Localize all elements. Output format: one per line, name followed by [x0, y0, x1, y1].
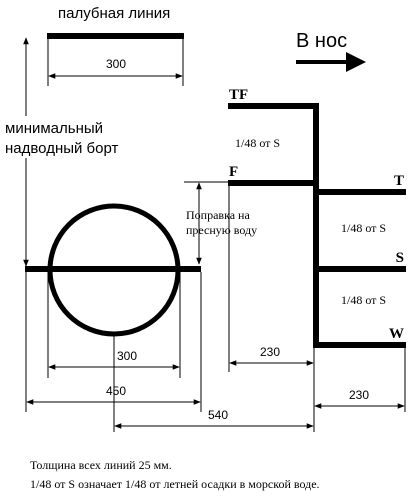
direction-label: В нос: [296, 30, 347, 52]
fresh-water-label-line2: пресную воду: [186, 223, 257, 237]
comb-width-dimension-label: 230: [349, 388, 369, 402]
comb-vertical-bar: [313, 103, 319, 348]
mark-f-label: F: [229, 164, 238, 180]
freeboard-label-bg: [4, 116, 134, 158]
direction-arrow-icon: [346, 52, 366, 72]
fraction-tf-f: 1/48 от S: [235, 136, 280, 150]
mark-w-label: W: [389, 326, 404, 342]
deck-line-bar: [47, 33, 184, 39]
disc-outer-dimension-label: 450: [106, 384, 126, 398]
disc-horizontal-bar: [25, 266, 201, 272]
disc-inner-dimension-label: 300: [117, 349, 137, 363]
mark-tf-label: TF: [229, 87, 248, 103]
disc-to-comb-dimension-label: 540: [208, 408, 228, 422]
mark-tf-bar: [228, 103, 319, 109]
deck-line-label: палубная линия: [58, 5, 170, 22]
mark-s-label: S: [396, 250, 404, 266]
mark-f-bar: [228, 180, 319, 186]
fraction-t-s: 1/48 от S: [341, 221, 386, 235]
freeboard-label-line1: минимальный: [5, 120, 103, 137]
f-to-comb-dimension-label: 230: [260, 345, 280, 359]
freeboard-label-line2: надводный борт: [5, 140, 119, 157]
mark-s-bar: [313, 266, 406, 272]
fraction-s-w: 1/48 от S: [341, 293, 386, 307]
mark-w-bar: [313, 342, 406, 348]
deck-line-width-label: 300: [106, 57, 126, 71]
mark-t-label: T: [394, 173, 404, 189]
mark-t-bar: [313, 189, 406, 195]
note-line-thickness: Толщина всех линий 25 мм.: [30, 458, 172, 472]
fresh-water-label-line1: Поправка на: [186, 208, 250, 222]
note-fraction-meaning: 1/48 от S означает 1/48 от летней осадки…: [30, 477, 320, 491]
